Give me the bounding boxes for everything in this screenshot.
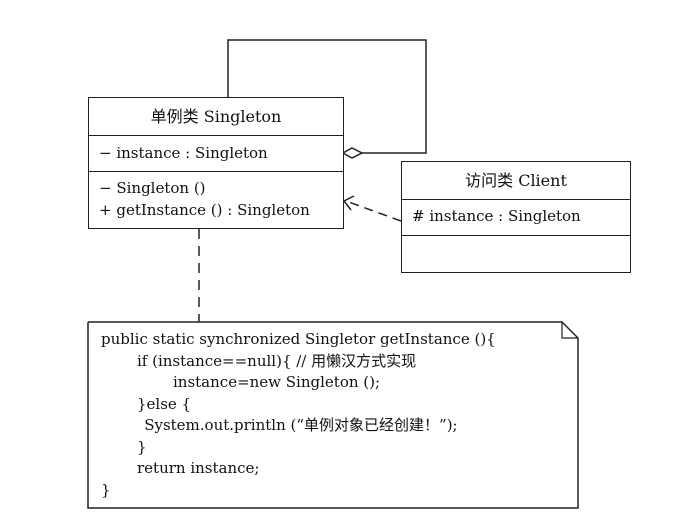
singleton-class: 单例类 Singleton − instance : Singleton − S… — [88, 97, 344, 229]
note-fold — [561, 322, 578, 339]
dependency-line — [345, 200, 402, 222]
client-class: 访问类 Client # instance : Singleton — [401, 161, 631, 273]
note-outline — [87, 321, 579, 509]
note-code-line: if (instance==null){ // 用懒汉方式实现 — [137, 351, 417, 370]
singleton-operation-getinstance: + getInstance () : Singleton — [99, 201, 310, 219]
singleton-class-title: 单例类 Singleton — [89, 98, 343, 136]
aggregation-diamond — [341, 147, 364, 159]
singleton-operation-constructor: − Singleton () — [99, 179, 206, 197]
note-code-line: public static synchronized Singletor get… — [101, 330, 496, 348]
note-code-line: }else { — [137, 394, 192, 413]
note-code-line: instance=new Singleton (); — [173, 373, 381, 391]
dependency-arrowhead — [342, 195, 355, 211]
client-class-title: 访问类 Client — [402, 162, 630, 200]
self-association-line — [227, 39, 427, 154]
note-code-line: } — [101, 480, 111, 499]
note-code-line: System.out.println (“单例对象已经创建！”); — [144, 416, 458, 434]
client-operations — [402, 236, 630, 271]
singleton-operations: − Singleton () + getInstance () : Single… — [89, 172, 343, 227]
note-code-line: return instance; — [137, 459, 260, 477]
singleton-attribute-instance: − instance : Singleton — [99, 144, 268, 162]
singleton-attributes: − instance : Singleton — [89, 136, 343, 172]
note-code: public static synchronized Singletor get… — [101, 329, 496, 501]
client-attribute-instance: # instance : Singleton — [412, 207, 581, 225]
client-attributes: # instance : Singleton — [402, 200, 630, 236]
note-code-line: } — [137, 437, 147, 456]
